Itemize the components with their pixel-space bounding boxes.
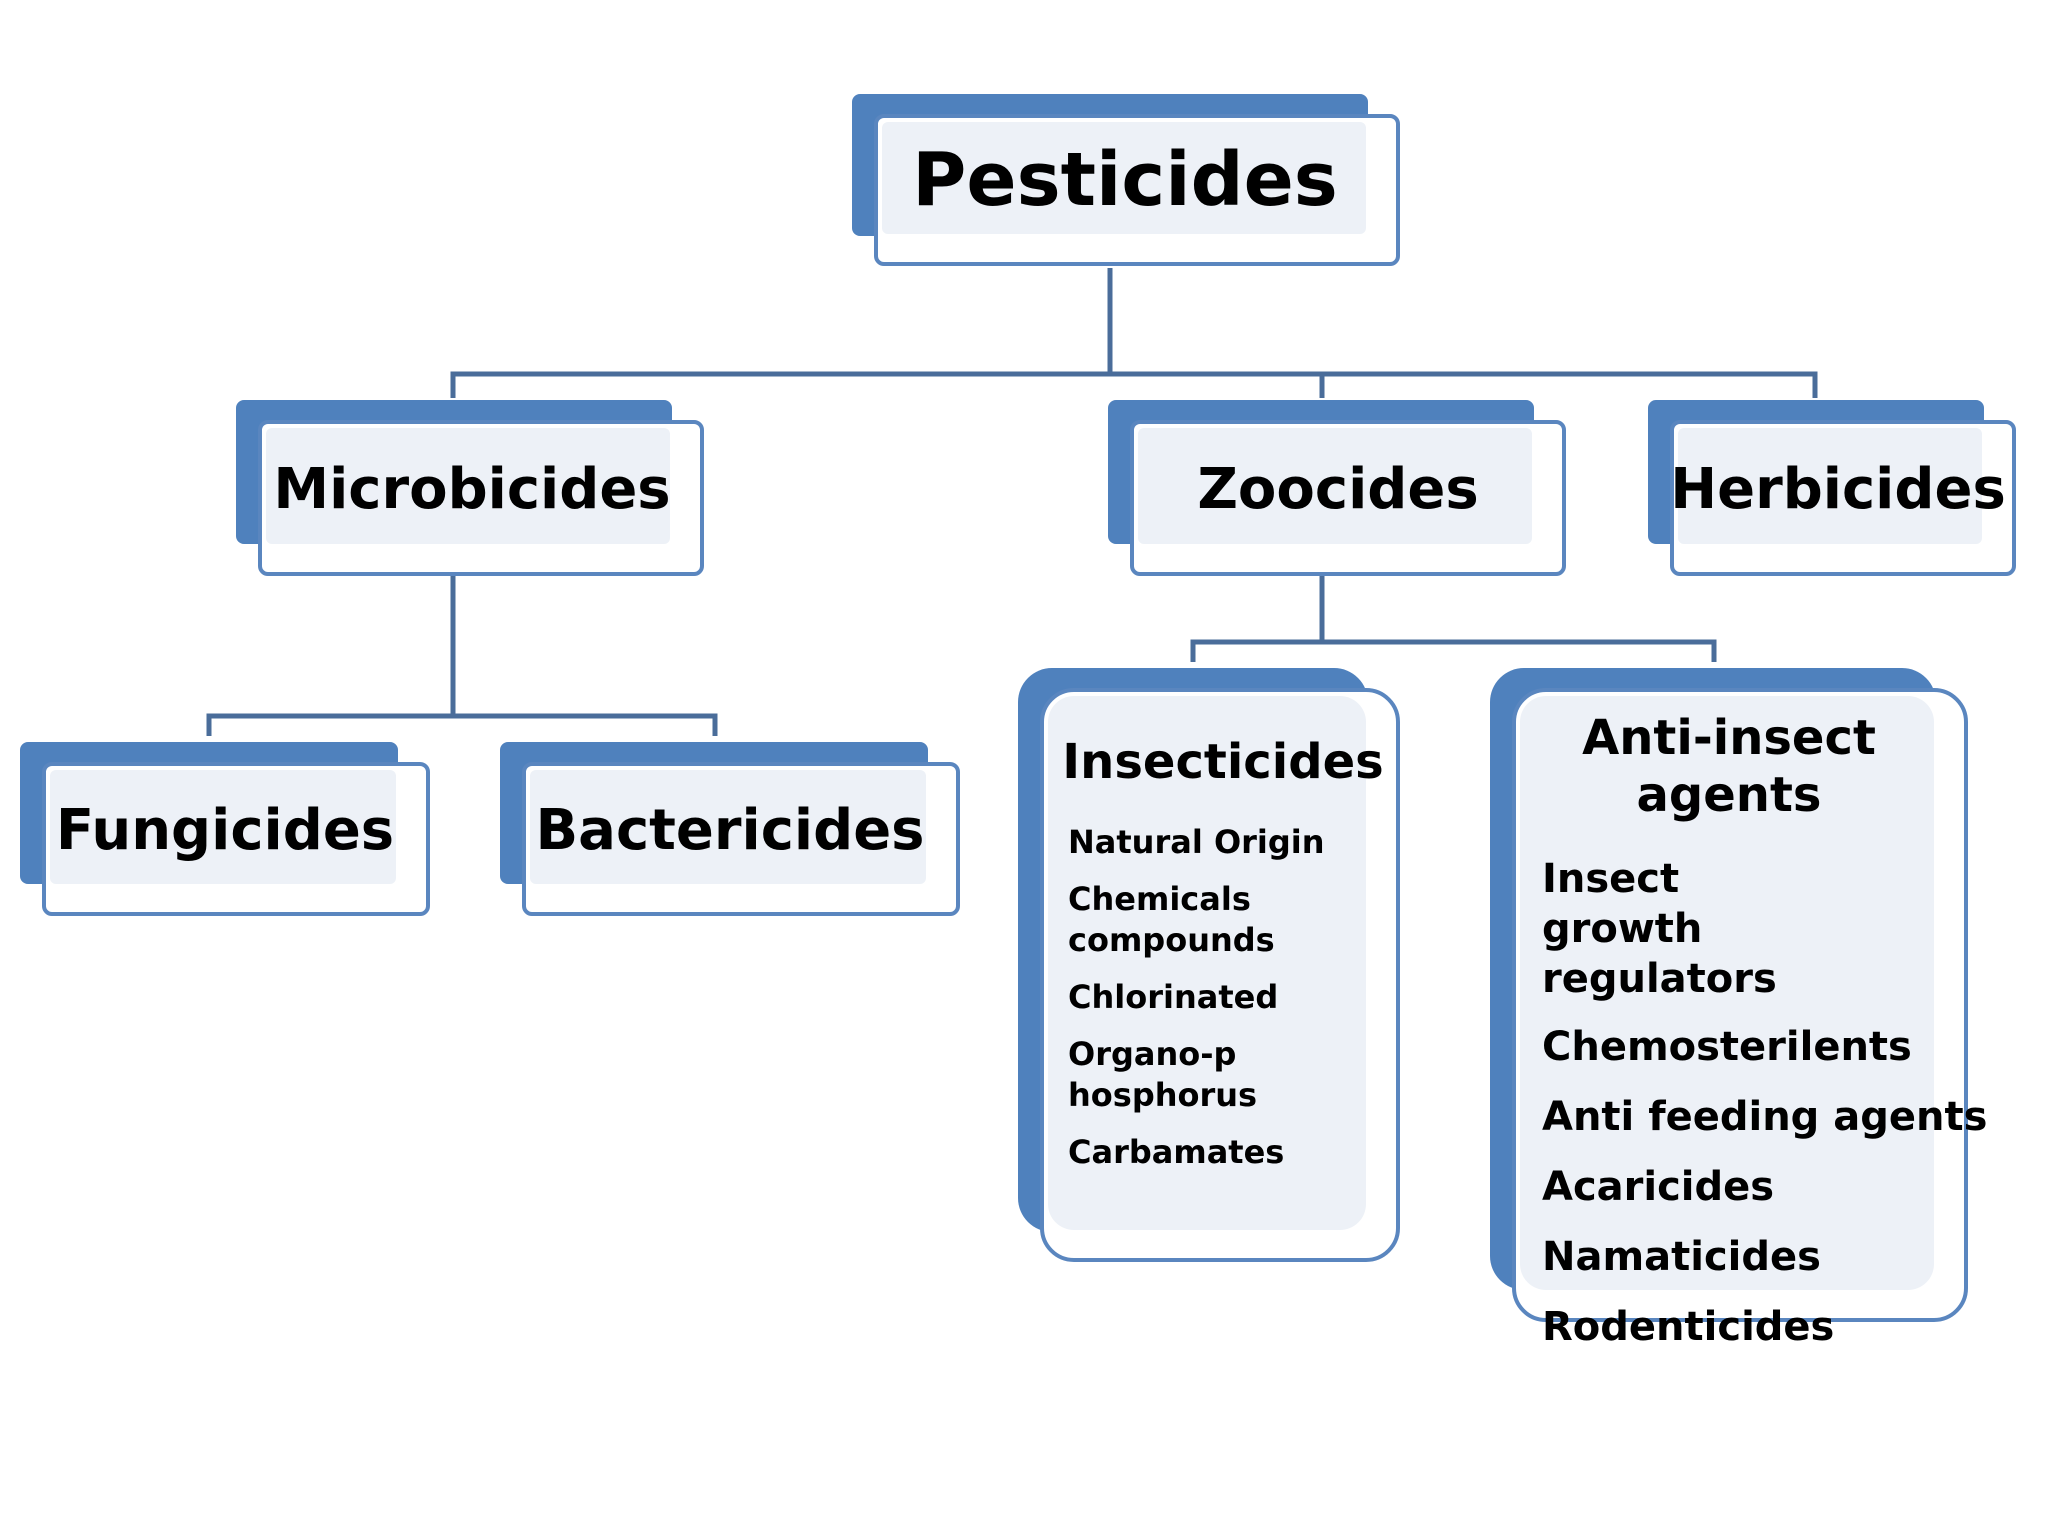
node-anti-insect-agents: Anti-insect agents Insect growth regulat… <box>1490 668 1987 1350</box>
anti-insect-title-line1: Anti-insect <box>1582 710 1876 766</box>
node-fill <box>50 770 396 884</box>
list-item: Rodenticides <box>1542 1304 1835 1350</box>
anti-insect-title-line2: agents <box>1636 766 1822 823</box>
node-label-pesticides: Pesticides <box>912 137 1338 223</box>
list-item: Chemosterilents <box>1542 1024 1912 1070</box>
node-zoocides: Zoocides <box>1108 400 1566 576</box>
node-face: Herbicides <box>1670 420 2016 576</box>
node-microbicides: Microbicides <box>236 400 704 576</box>
anti-insect-title: Anti-insect agents <box>1516 710 1964 823</box>
node-face: Bactericides <box>522 762 960 916</box>
node-face: Fungicides <box>42 762 430 916</box>
node-insecticides: Insecticides Natural Origin Chemicals co… <box>1018 668 1400 1262</box>
node-bactericides: Bactericides <box>500 742 960 916</box>
node-face: Microbicides <box>258 420 704 576</box>
node-label-microbicides: Microbicides <box>273 456 671 522</box>
list-item: Namaticides <box>1542 1234 1821 1280</box>
node-label-fungicides: Fungicides <box>55 797 395 863</box>
node-label-zoocides: Zoocides <box>1197 456 1479 522</box>
list-item: Anti feeding agents <box>1542 1094 1988 1140</box>
list-item: Chlorinated <box>1068 978 1279 1016</box>
list-item: Insect growth regulators <box>1542 856 1777 1002</box>
insecticides-list: Natural Origin Chemicals compounds Chlor… <box>1068 822 1368 1173</box>
node-fill <box>1138 428 1532 544</box>
node-fill <box>266 428 670 544</box>
node-face: Pesticides <box>874 114 1400 266</box>
list-item: Carbamates <box>1068 1133 1285 1171</box>
list-item: Natural Origin <box>1068 823 1325 861</box>
node-herbicides: Herbicides <box>1648 400 2016 576</box>
list-item: Chemicals compounds <box>1068 880 1275 959</box>
connector-level1-bar <box>450 371 1818 398</box>
node-face: Anti-insect agents Insect growth regulat… <box>1512 688 1987 1350</box>
node-label-herbicides: Herbicides <box>1670 456 2006 522</box>
node-fill <box>530 770 926 884</box>
node-fungicides: Fungicides <box>20 742 430 916</box>
insecticides-title: Insecticides <box>1062 734 1384 790</box>
node-fill <box>882 122 1366 234</box>
list-item: Organo-phosphorus <box>1068 1035 1258 1114</box>
anti-insect-list: Insect growth regulators Chemosterilents… <box>1542 854 1988 1352</box>
list-item: Acaricides <box>1542 1164 1775 1210</box>
node-fill <box>1520 696 1934 1290</box>
node-pesticides: Pesticides <box>852 94 1400 266</box>
connector-zoocides-children-bar <box>1190 639 1717 662</box>
node-fill <box>1678 428 1982 544</box>
node-fill <box>1048 696 1366 1230</box>
connector-microbicides-children-bar <box>206 713 718 736</box>
node-face: Zoocides <box>1130 420 1566 576</box>
node-face: Insecticides Natural Origin Chemicals co… <box>1040 688 1400 1262</box>
node-label-bactericides: Bactericides <box>535 797 925 863</box>
